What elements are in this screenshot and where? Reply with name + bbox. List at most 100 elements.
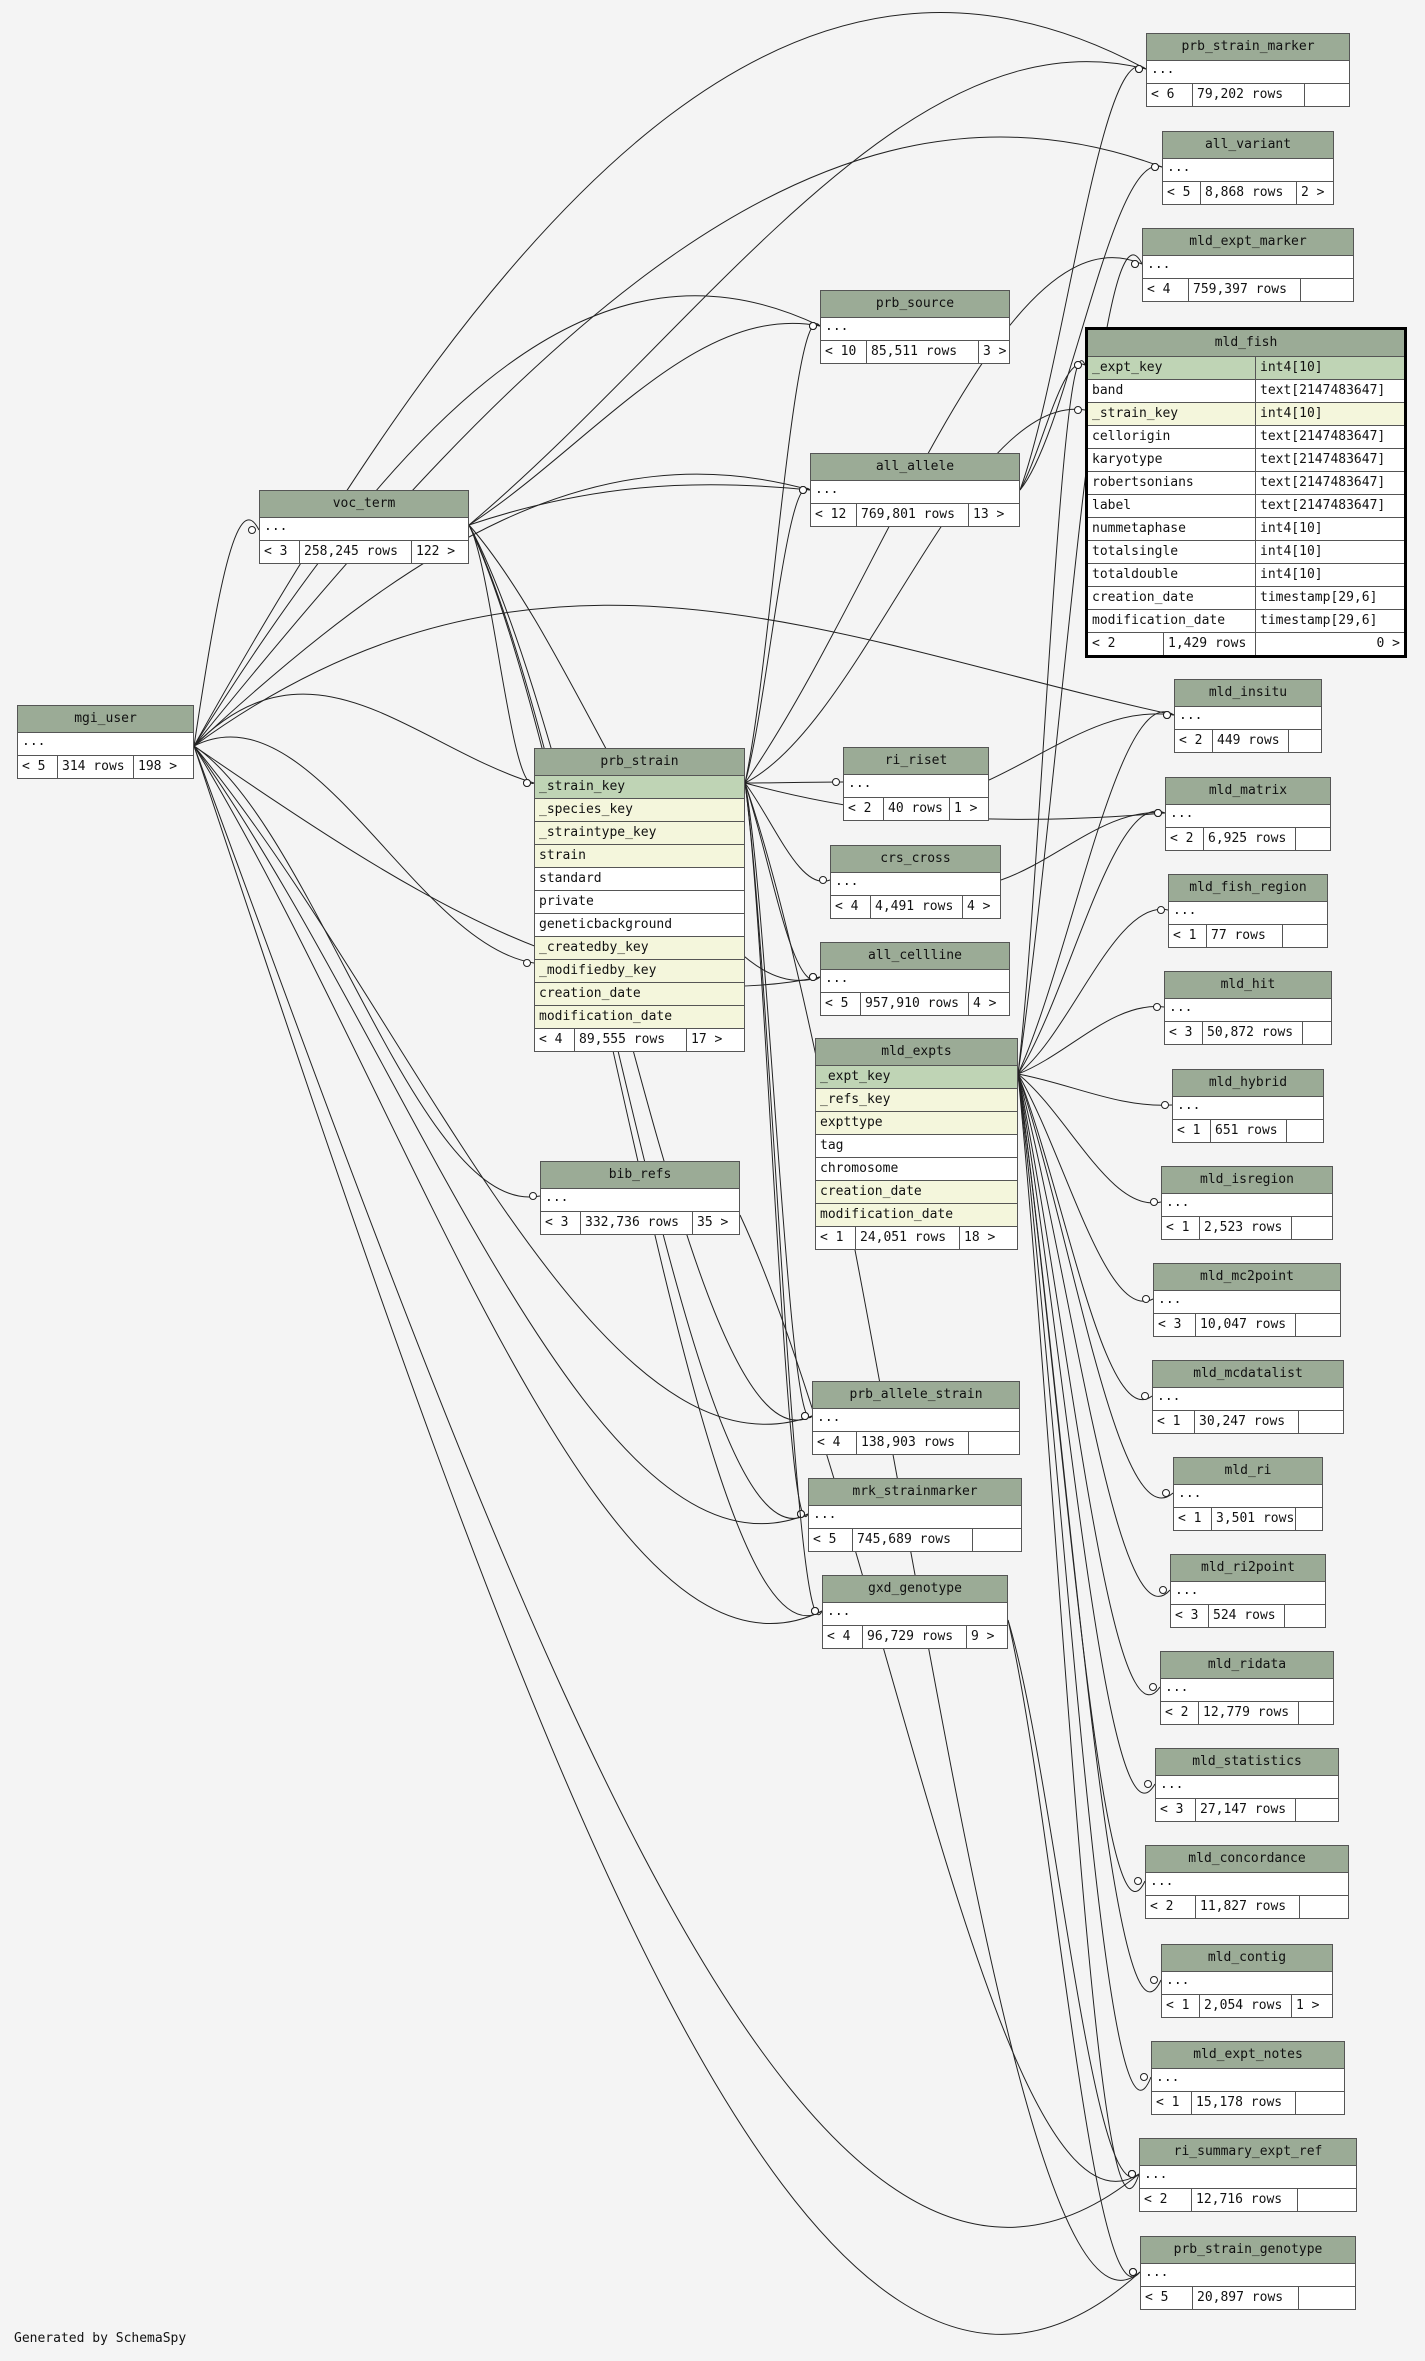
table-title[interactable]: mld_ri2point bbox=[1171, 1555, 1325, 1582]
child-count[interactable]: 9 > bbox=[971, 1629, 995, 1644]
parent-count[interactable]: < 1 bbox=[1173, 1120, 1211, 1142]
table-title[interactable]: mld_hit bbox=[1165, 972, 1331, 999]
child-count[interactable]: 4 > bbox=[973, 996, 997, 1011]
child-count[interactable] bbox=[969, 1432, 1019, 1454]
parent-count[interactable]: < 1 bbox=[1174, 1508, 1212, 1530]
parent-count[interactable]: < 3 bbox=[1171, 1605, 1209, 1627]
parent-count[interactable]: < 2 bbox=[1166, 828, 1204, 850]
parent-count[interactable]: < 3 bbox=[1154, 1314, 1196, 1336]
table-title[interactable]: mld_concordance bbox=[1146, 1846, 1348, 1873]
column-row[interactable]: chromosome bbox=[816, 1158, 1017, 1181]
column-row[interactable]: _modifiedby_key bbox=[535, 960, 744, 983]
parent-count[interactable]: < 6 bbox=[1147, 84, 1193, 106]
table-title[interactable]: mld_expt_marker bbox=[1143, 229, 1353, 256]
child-count[interactable]: 2 > bbox=[1301, 185, 1325, 200]
column-row[interactable]: _strain_key bbox=[535, 776, 744, 799]
parent-count[interactable]: < 12 bbox=[811, 504, 857, 526]
child-count[interactable] bbox=[1285, 1605, 1325, 1627]
parent-count[interactable]: < 4 bbox=[823, 1626, 863, 1648]
parent-count[interactable]: < 1 bbox=[1169, 925, 1207, 947]
parent-count[interactable]: < 5 bbox=[821, 993, 861, 1015]
parent-count[interactable]: < 4 bbox=[535, 1029, 575, 1051]
child-count[interactable]: 198 > bbox=[138, 759, 178, 774]
child-count[interactable] bbox=[1296, 1314, 1340, 1336]
column-row[interactable]: creation_date bbox=[816, 1181, 1017, 1204]
child-count[interactable] bbox=[1298, 2189, 1356, 2211]
child-count[interactable] bbox=[1296, 1508, 1322, 1530]
table-title[interactable]: mld_contig bbox=[1162, 1945, 1332, 1972]
parent-count[interactable]: < 2 bbox=[844, 798, 884, 820]
parent-count[interactable]: < 5 bbox=[18, 756, 58, 778]
table-title[interactable]: mld_mcdatalist bbox=[1153, 1361, 1343, 1388]
child-count[interactable] bbox=[1296, 1799, 1338, 1821]
column-row[interactable]: strain bbox=[535, 845, 744, 868]
parent-count[interactable]: < 2 bbox=[1175, 730, 1213, 752]
parent-count[interactable]: < 3 bbox=[260, 541, 300, 563]
table-title[interactable]: prb_strain_marker bbox=[1147, 34, 1349, 61]
column-row[interactable]: standard bbox=[535, 868, 744, 891]
table-title[interactable]: mld_matrix bbox=[1166, 778, 1330, 805]
table-title[interactable]: prb_strain bbox=[535, 749, 744, 776]
child-count[interactable]: 1 > bbox=[954, 801, 978, 816]
parent-count[interactable]: < 2 bbox=[1088, 633, 1164, 655]
parent-count[interactable]: < 5 bbox=[1163, 182, 1201, 204]
table-title[interactable]: mld_fish_region bbox=[1169, 875, 1327, 902]
child-count[interactable]: 18 > bbox=[964, 1230, 996, 1245]
column-row[interactable]: modification_date bbox=[535, 1006, 744, 1029]
child-count[interactable]: 35 > bbox=[697, 1215, 729, 1230]
parent-count[interactable]: < 2 bbox=[1161, 1702, 1199, 1724]
child-count[interactable] bbox=[1299, 1702, 1333, 1724]
column-row[interactable]: tag bbox=[816, 1135, 1017, 1158]
table-title[interactable]: ri_summary_expt_ref bbox=[1140, 2139, 1356, 2166]
table-title[interactable]: mld_expts bbox=[816, 1039, 1017, 1066]
child-count[interactable] bbox=[1305, 84, 1349, 106]
column-row[interactable]: _species_key bbox=[535, 799, 744, 822]
table-title[interactable]: gxd_genotype bbox=[823, 1576, 1007, 1603]
parent-count[interactable]: < 4 bbox=[813, 1432, 857, 1454]
column-row[interactable]: _straintype_key bbox=[535, 822, 744, 845]
child-count[interactable] bbox=[1289, 730, 1321, 752]
table-title[interactable]: prb_source bbox=[821, 291, 1009, 318]
column-row[interactable]: creation_date bbox=[535, 983, 744, 1006]
child-count[interactable]: 1 > bbox=[1296, 1998, 1320, 2013]
column-row[interactable]: private bbox=[535, 891, 744, 914]
column-row[interactable]: geneticbackground bbox=[535, 914, 744, 937]
table-title[interactable]: prb_strain_genotype bbox=[1141, 2237, 1355, 2264]
table-title[interactable]: ri_riset bbox=[844, 748, 988, 775]
child-count[interactable] bbox=[1283, 925, 1327, 947]
child-count[interactable] bbox=[1292, 1217, 1332, 1239]
table-title[interactable]: mld_statistics bbox=[1156, 1749, 1338, 1776]
child-count[interactable]: 13 > bbox=[973, 507, 1005, 522]
table-title[interactable]: voc_term bbox=[260, 491, 468, 518]
child-count[interactable] bbox=[1296, 2092, 1344, 2114]
table-title[interactable]: mgi_user bbox=[18, 706, 193, 733]
child-count[interactable]: 4 > bbox=[967, 899, 991, 914]
